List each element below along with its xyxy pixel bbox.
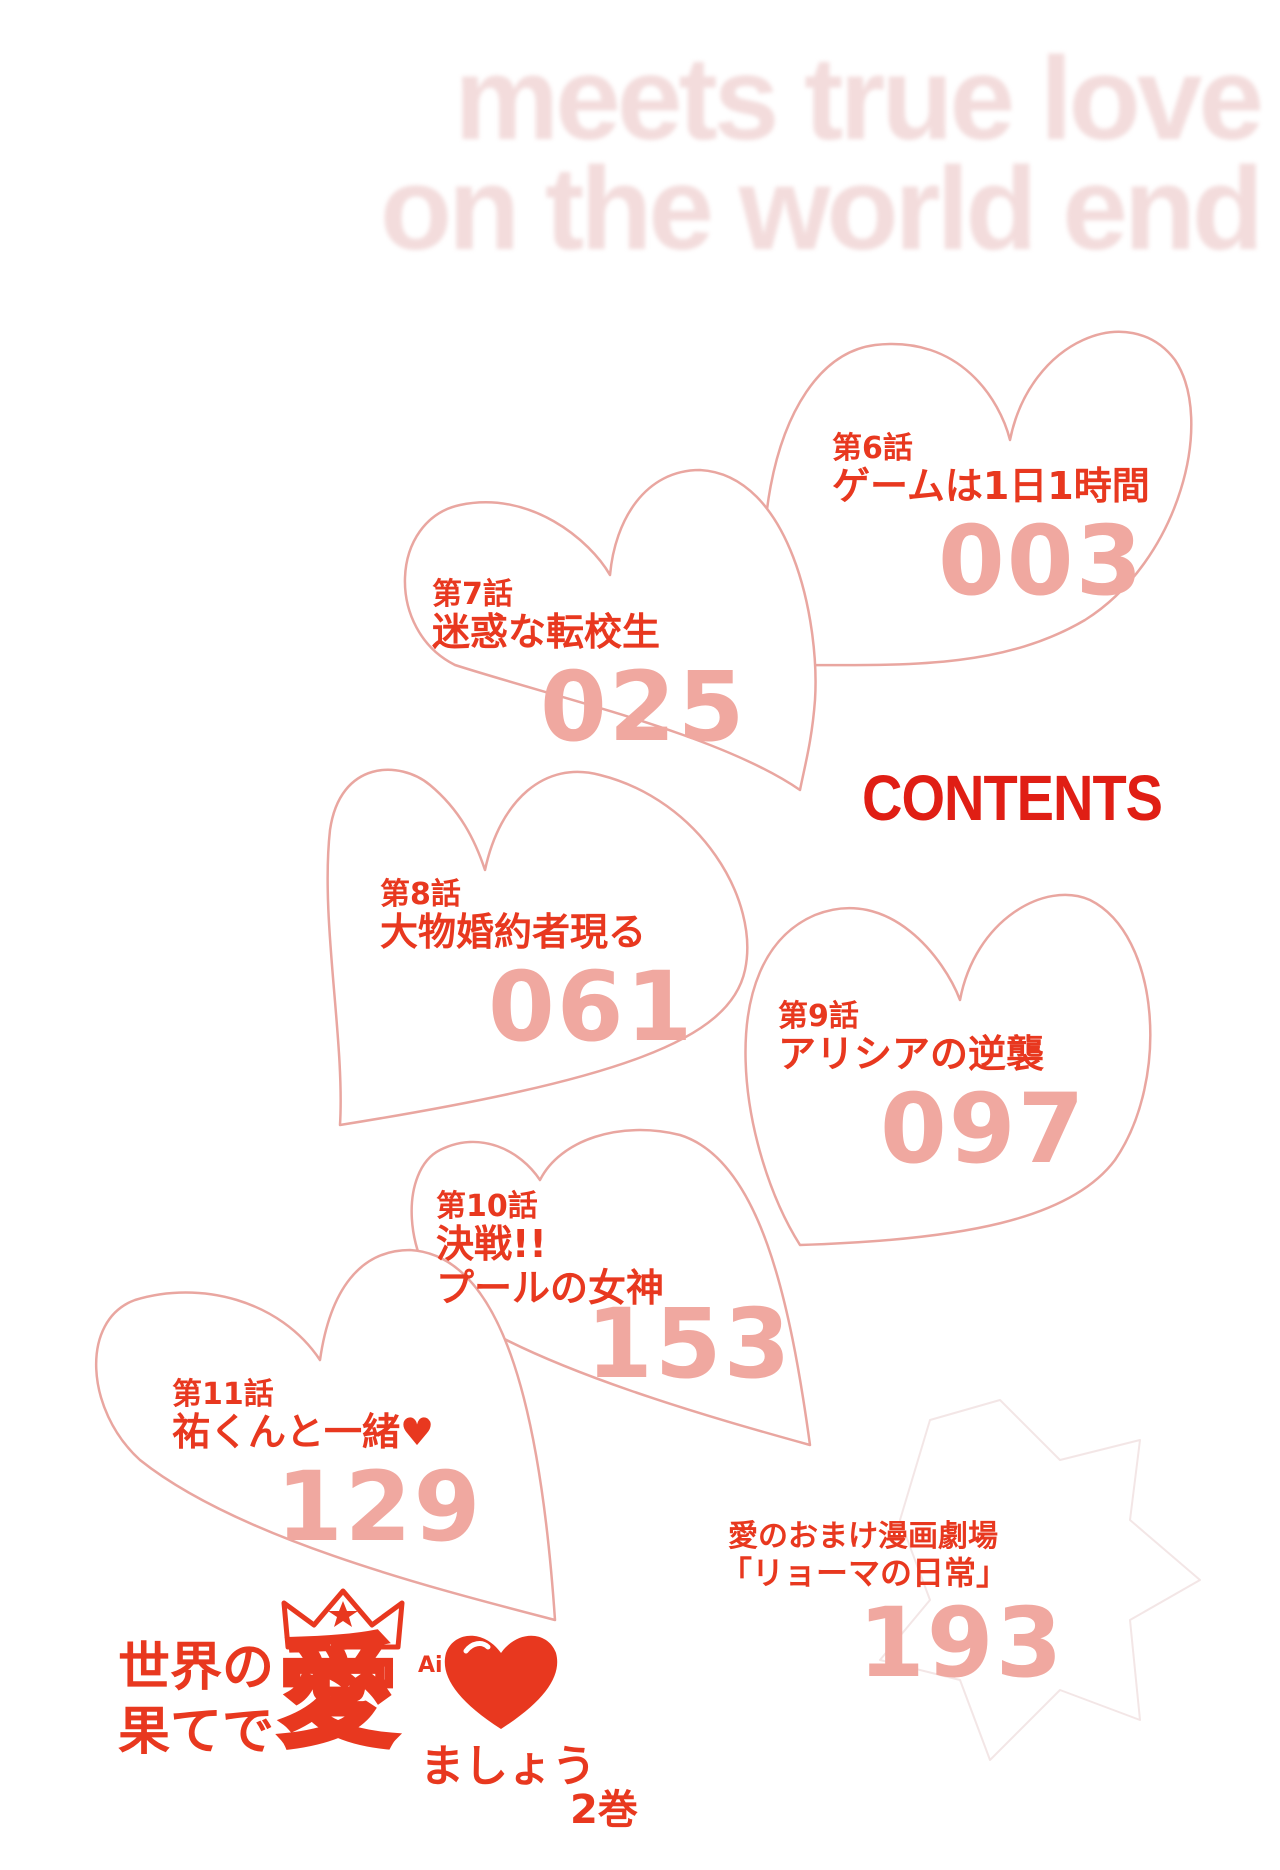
chapter-title-line2: プールの女神 bbox=[436, 1265, 665, 1310]
heart-frame-ch9 bbox=[744, 893, 1152, 1247]
page-number: 097 bbox=[880, 1072, 1087, 1185]
crown-icon bbox=[281, 1588, 405, 1650]
heart-frame-ch8 bbox=[326, 768, 749, 1127]
chapter-title: アリシアの逆襲 bbox=[778, 1032, 1045, 1076]
toc-entry-bonus: 愛のおまけ漫画劇場 「リョーマの日常」 193 bbox=[720, 1519, 1065, 1700]
chapter-number: 第9話 bbox=[778, 999, 859, 1034]
heart-frame-ch7 bbox=[403, 468, 817, 792]
star-frame-bonus bbox=[879, 1399, 1201, 1761]
heart-frame-ch10 bbox=[410, 1128, 812, 1447]
logo-suffix: ましょう bbox=[420, 1741, 596, 1792]
toc-entry-ch6: 第6話 ゲームは1日1時間 003 bbox=[832, 432, 1150, 609]
toc-entry-ch7: 第7話 迷惑な転校生 025 bbox=[432, 578, 746, 755]
chapter-title: 祐くんと一緒♥ bbox=[172, 1410, 435, 1454]
toc-entry-ch8: 第8話 大物婚約者現る 061 bbox=[380, 878, 694, 1055]
background-title-line1: meets true love bbox=[454, 33, 1264, 165]
toc-entry-ch10: 第10話 決戦!! プールの女神 153 bbox=[436, 1190, 792, 1392]
bonus-label: 愛のおまけ漫画劇場 bbox=[728, 1519, 998, 1554]
chapter-number: 第8話 bbox=[380, 877, 461, 912]
bonus-title: 「リョーマの日常」 bbox=[720, 1553, 1009, 1592]
background-title-line2: on the world end bbox=[380, 143, 1264, 275]
volume-label: 2巻 bbox=[570, 1787, 638, 1833]
chapter-title-line1: 決戦!! bbox=[436, 1222, 547, 1266]
chapter-title: 迷惑な転校生 bbox=[432, 610, 661, 654]
page-number: 025 bbox=[540, 650, 747, 763]
page-number: 193 bbox=[858, 1587, 1065, 1700]
page-number: 129 bbox=[276, 1450, 483, 1563]
chapter-title: 大物婚約者現る bbox=[380, 910, 647, 954]
toc-entry-ch9: 第9話 アリシアの逆襲 097 bbox=[778, 1000, 1086, 1177]
heart-icon bbox=[444, 1635, 558, 1729]
logo-line1: 世界の bbox=[118, 1638, 275, 1698]
page-number: 061 bbox=[488, 950, 695, 1063]
toc-entry-ch11: 第11話 祐くんと一緒♥ 129 bbox=[172, 1378, 482, 1555]
heart-frame-ch6 bbox=[763, 330, 1193, 667]
heart-frame-ch11 bbox=[94, 1248, 557, 1622]
chapter-number: 第10話 bbox=[436, 1189, 538, 1224]
logo-ai-label: Ai bbox=[418, 1653, 443, 1678]
page-number: 153 bbox=[586, 1288, 793, 1401]
chapter-number: 第11話 bbox=[172, 1377, 274, 1412]
contents-heading: CONTENTS bbox=[862, 761, 1163, 834]
chapter-number: 第7話 bbox=[432, 577, 513, 612]
logo-main-glyph: 愛 bbox=[276, 1625, 401, 1764]
logo-line2: 果てで bbox=[118, 1702, 275, 1762]
page-number: 003 bbox=[938, 504, 1145, 617]
chapter-number: 第6話 bbox=[832, 431, 913, 466]
chapter-title: ゲームは1日1時間 bbox=[832, 464, 1150, 508]
